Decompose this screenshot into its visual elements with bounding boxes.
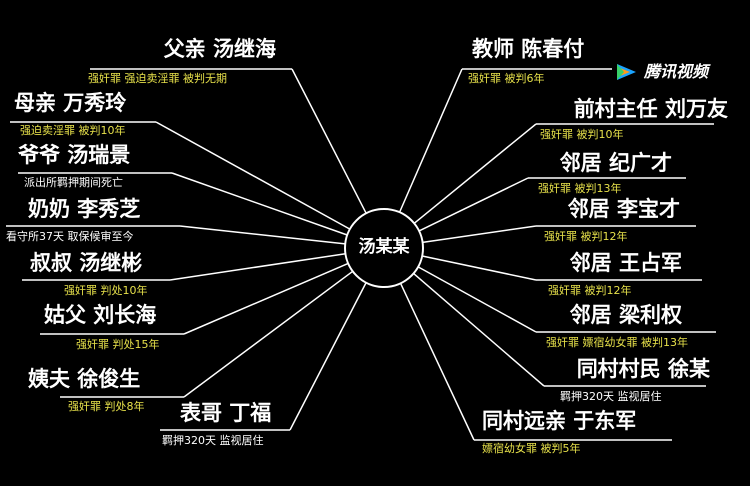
left-connector-3 — [171, 172, 348, 236]
left-node-5-note: 强奸罪 判处10年 — [64, 284, 148, 297]
right-node-5-note: 强奸罪 被判12年 — [548, 284, 632, 297]
left-node-4-name: 奶奶 李秀芝 — [28, 197, 141, 221]
left-node-2-name: 母亲 万秀玲 — [14, 91, 127, 115]
right-node-1-name: 教师 陈春付 — [472, 37, 585, 61]
left-node-6-name: 姑父 刘长海 — [44, 303, 157, 327]
right-node-4-note: 强奸罪 被判12年 — [544, 230, 628, 243]
right-node-2-name: 前村主任 刘万友 — [573, 97, 728, 121]
right-node-8-name: 同村远亲 于东军 — [482, 409, 637, 433]
watermark-text: 腾讯视频 — [644, 62, 709, 81]
right-node-6-name: 邻居 梁利权 — [569, 303, 682, 327]
left-node-8-note: 羁押320天 监视居住 — [162, 434, 264, 447]
right-node-8-note: 嫖宿幼女罪 被判5年 — [482, 442, 581, 455]
right-node-1-note: 强奸罪 被判6年 — [468, 72, 545, 85]
right-connector-5 — [422, 255, 537, 281]
left-node-2-note: 强迫卖淫罪 被判10年 — [20, 124, 126, 137]
left-node-7-name: 姨夫 徐俊生 — [28, 367, 141, 391]
right-node-3-name: 邻居 纪广才 — [559, 151, 672, 175]
left-node-8-name: 表哥 丁福 — [180, 401, 272, 425]
right-connector-8 — [399, 282, 475, 441]
left-node-6-note: 强奸罪 判处15年 — [76, 338, 160, 351]
left-node-4-note: 看守所37天 取保候审至今 — [6, 230, 134, 243]
left-node-7-note: 强奸罪 判处8年 — [68, 400, 145, 413]
right-node-3-note: 强奸罪 被判13年 — [538, 182, 622, 195]
left-connector-7 — [183, 270, 354, 398]
left-connector-6 — [183, 262, 349, 335]
right-connector-6 — [417, 266, 537, 333]
watermark: 腾讯视频 — [614, 62, 708, 82]
right-connector-2 — [413, 123, 537, 224]
left-node-1-name: 父亲 汤继海 — [163, 37, 276, 61]
left-node-3-note: 派出所羁押期间死亡 — [24, 176, 123, 189]
left-node-3-name: 爷爷 汤瑞景 — [18, 143, 131, 167]
center-circle — [344, 208, 424, 288]
right-node-6-note: 强奸罪 嫖宿幼女罪 被判13年 — [546, 336, 688, 349]
right-node-5-name: 邻居 王占军 — [569, 251, 682, 275]
left-connector-2 — [155, 121, 351, 230]
right-connector-3 — [418, 177, 529, 232]
left-node-5-name: 叔叔 汤继彬 — [30, 251, 143, 275]
left-connector-4 — [179, 225, 346, 245]
tencent-video-logo-icon — [617, 64, 636, 80]
right-connector-4 — [422, 225, 537, 244]
right-connector-1 — [398, 68, 463, 213]
left-connector-8 — [289, 282, 367, 431]
right-connector-7 — [413, 272, 545, 387]
right-node-7-name: 同村村民 徐某 — [576, 357, 710, 381]
right-node-7-note: 羁押320天 监视居住 — [560, 390, 662, 403]
right-node-4-name: 邻居 李宝才 — [567, 197, 680, 221]
left-connector-1 — [291, 68, 367, 214]
left-connector-5 — [169, 253, 346, 281]
right-node-2-note: 强奸罪 被判10年 — [540, 128, 624, 141]
left-node-1-note: 强奸罪 强迫卖淫罪 被判无期 — [88, 72, 227, 85]
center-person-name: 汤某某 — [358, 237, 410, 257]
